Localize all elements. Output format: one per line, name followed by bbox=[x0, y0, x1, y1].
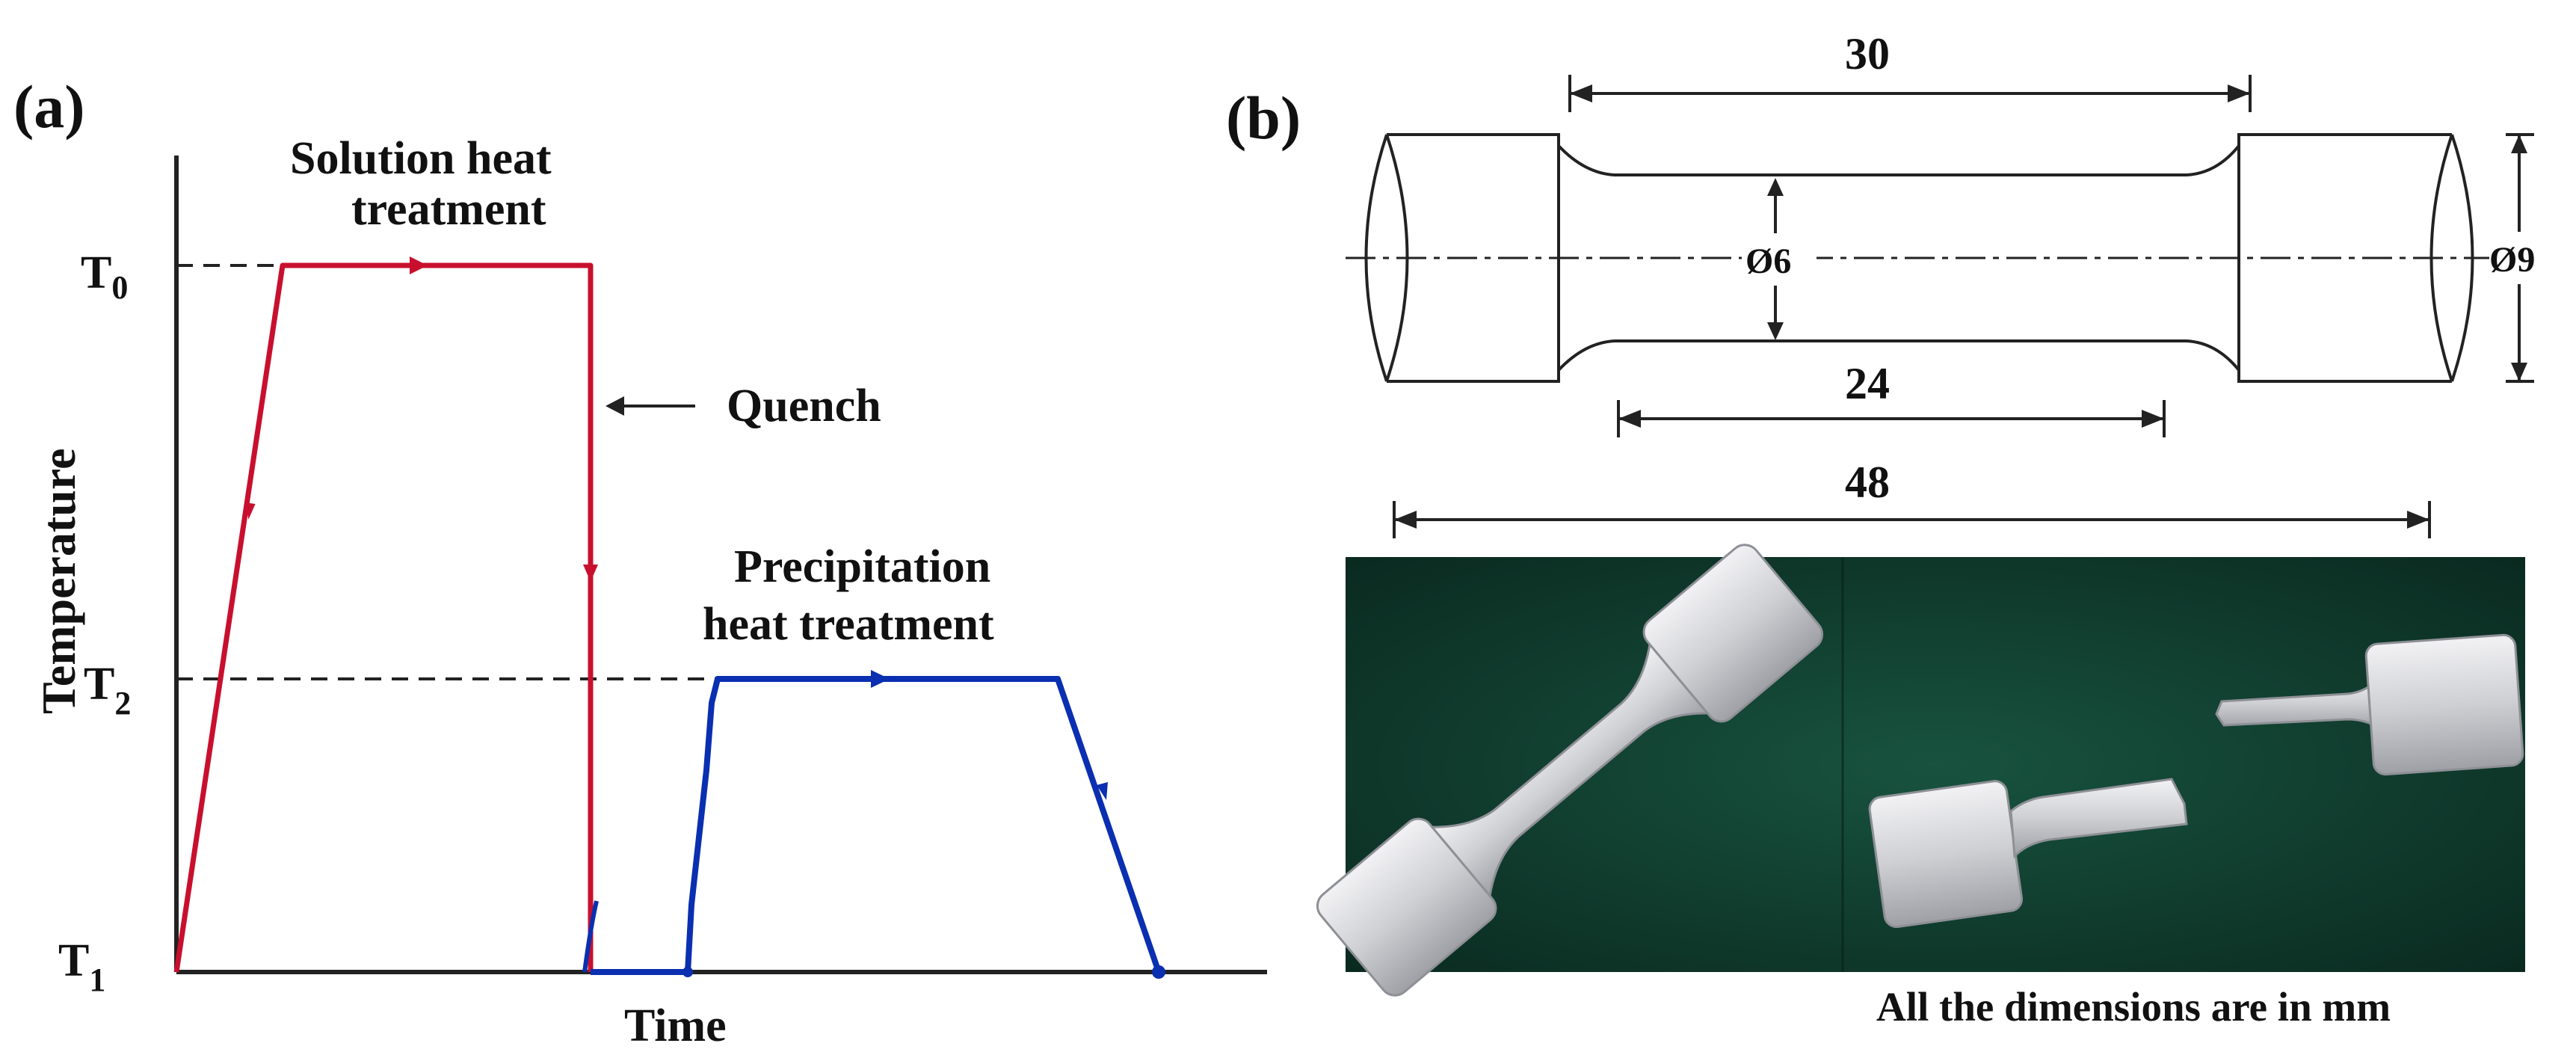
curve-start-point bbox=[682, 967, 693, 977]
precip-label-line1: Precipitation bbox=[734, 541, 990, 592]
tick-label-t2: T2 bbox=[84, 659, 131, 722]
precip-label-line2: heat treatment bbox=[703, 599, 994, 650]
small-diameter-label-bg bbox=[1742, 238, 1817, 283]
dimension-total-label: 48 bbox=[1845, 458, 1890, 507]
tick-label-t0: T0 bbox=[81, 247, 128, 306]
hold-arrow bbox=[410, 256, 428, 274]
quench-arrow-head bbox=[583, 565, 598, 582]
y-axis-label: Temperature bbox=[32, 449, 85, 715]
svg-text:T2: T2 bbox=[84, 659, 131, 722]
panel-b: (b) 30 Ø6 bbox=[1226, 29, 2535, 1030]
dimension-small-diameter-label: Ø6 bbox=[1745, 242, 1791, 281]
cooling-arrow bbox=[1097, 782, 1108, 800]
svg-text:T0: T0 bbox=[81, 247, 128, 306]
dimension-gauge-30 bbox=[1568, 75, 2252, 112]
solution-label-line1: Solution heat bbox=[290, 133, 552, 184]
specimen-photo bbox=[1316, 544, 2525, 997]
solution-treatment-curve bbox=[173, 262, 594, 973]
quench-pointer-head bbox=[606, 396, 624, 416]
dimension-reduced-24 bbox=[1617, 400, 2166, 437]
precipitation-curve-kink bbox=[582, 900, 599, 973]
dimension-small-diameter bbox=[1767, 178, 1784, 340]
dimension-total-48 bbox=[1393, 501, 2431, 538]
intact-specimen bbox=[1316, 544, 1824, 997]
quench-label: Quench bbox=[727, 381, 881, 431]
x-axis-label: Time bbox=[624, 1000, 727, 1051]
fractured-specimen-half-1 bbox=[1868, 778, 2188, 929]
precip-hold-arrow bbox=[871, 670, 890, 688]
panel-a-label: (a) bbox=[13, 73, 85, 141]
dimension-gauge-label: 30 bbox=[1845, 29, 1890, 79]
heating-arrow bbox=[245, 502, 256, 520]
panel-b-label: (b) bbox=[1226, 84, 1301, 152]
dimension-large-diameter bbox=[2506, 133, 2534, 383]
precipitation-treatment-curve bbox=[591, 676, 1162, 975]
curve-end-point bbox=[1152, 965, 1165, 979]
solution-label-line2: treatment bbox=[351, 184, 546, 235]
dimension-reduced-label: 24 bbox=[1845, 359, 1890, 408]
tick-label-t1: T1 bbox=[58, 935, 105, 998]
dimension-large-diameter-label: Ø9 bbox=[2489, 240, 2535, 280]
panel-a: (a) T0 T2 T1 Temperature Time bbox=[13, 73, 1267, 1051]
svg-text:T1: T1 bbox=[58, 935, 105, 998]
units-note: All the dimensions are in mm bbox=[1876, 984, 2391, 1030]
fractured-specimen-half-2 bbox=[2215, 633, 2524, 776]
